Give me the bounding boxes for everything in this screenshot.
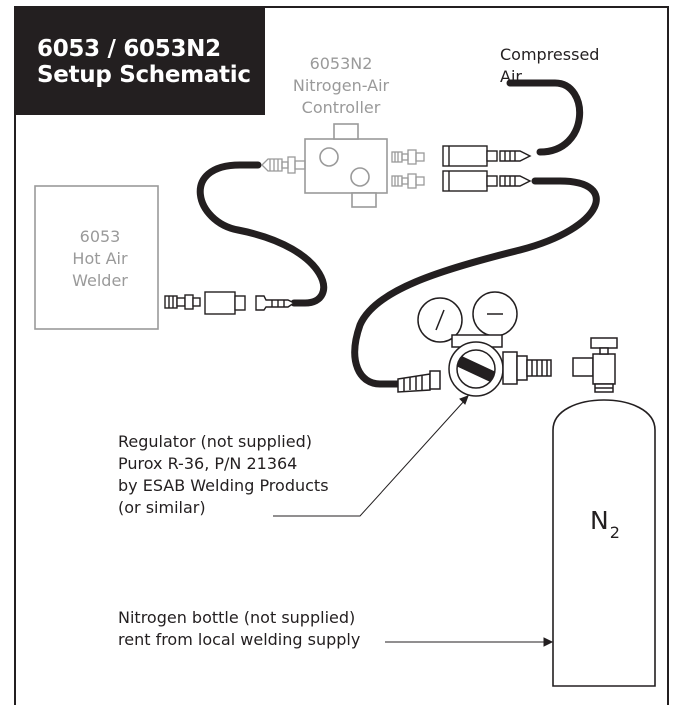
title-line-1: 6053 / 6053N2	[37, 36, 221, 62]
controller-right-plugs	[391, 149, 425, 189]
compressed-air-label-line: Air	[500, 67, 522, 86]
controller-label-line: Controller	[301, 98, 381, 117]
bottle-leader	[385, 637, 554, 647]
compressed-air-label: Compressed Air	[500, 44, 599, 88]
regulator-label-line: Regulator (not supplied)	[118, 432, 312, 451]
controller-left-fitting	[261, 156, 306, 174]
nitrogen-symbol: N2	[590, 506, 620, 542]
cylinder-valve	[572, 337, 618, 393]
regulator-label-line: (or similar)	[118, 498, 206, 517]
regulator-label-line: Purox R-36, P/N 21364	[118, 454, 298, 473]
nitrogen-hose	[351, 177, 600, 388]
welder-hose	[196, 161, 328, 307]
nitrogen-symbol-subscript: 2	[609, 523, 620, 542]
controller-label-line: Nitrogen-Air	[292, 76, 390, 95]
welder-box	[34, 185, 159, 330]
controller-block	[304, 123, 388, 208]
controller-label: 6053N2 Nitrogen-Air Controller	[278, 53, 404, 119]
compressed-air-label-line: Compressed	[500, 45, 600, 64]
welder-label-line: Welder	[72, 271, 128, 290]
frame-border	[14, 6, 669, 705]
air-coupler-bottom	[442, 170, 532, 192]
regulator-label-line: by ESAB Welding Products	[118, 476, 329, 495]
controller-label-line: 6053N2	[309, 54, 373, 73]
welder-fitting-assembly	[164, 291, 296, 315]
regulator-leader	[273, 395, 469, 517]
nitrogen-bottle	[552, 399, 656, 687]
bottle-label-line: Nitrogen bottle (not supplied)	[118, 608, 356, 627]
title-line-2: Setup Schematic	[37, 62, 251, 88]
regulator-label: Regulator (not supplied) Purox R-36, P/N…	[118, 431, 329, 519]
welder-label-line: Hot Air	[72, 249, 128, 268]
title-block	[15, 7, 265, 115]
nitrogen-symbol-letter: N	[590, 506, 609, 535]
welder-label: 6053 Hot Air Welder	[42, 226, 158, 292]
regulator	[397, 291, 552, 397]
air-coupler-top	[442, 145, 532, 167]
bottle-label-line: rent from local welding supply	[118, 630, 361, 649]
welder-label-line: 6053	[79, 227, 121, 246]
compressed-air-hose	[506, 79, 584, 156]
bottle-label: Nitrogen bottle (not supplied) rent from…	[118, 607, 360, 651]
